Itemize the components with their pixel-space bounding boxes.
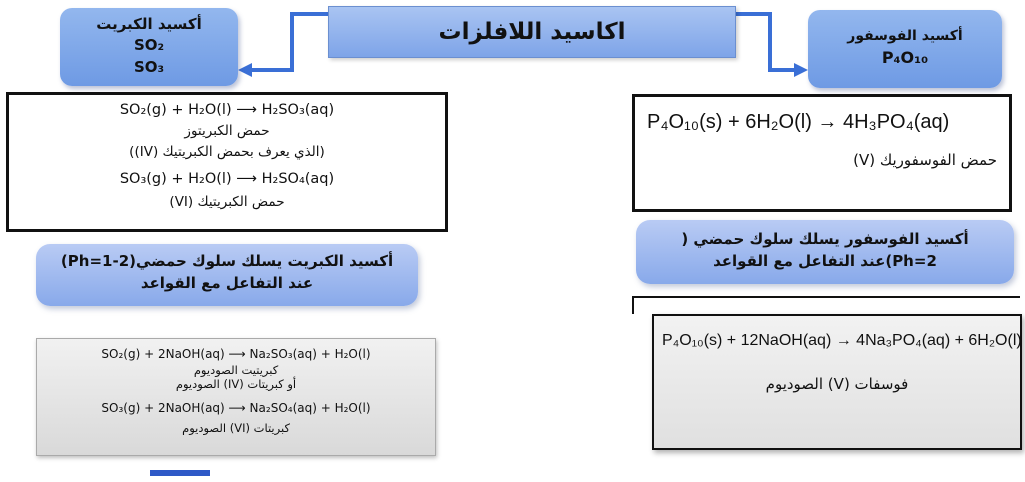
equation-so3-water: SO₃(g) + H₂O(l) ⟶ H₂SO₄(aq) <box>119 171 335 187</box>
phosphorus-water-panel: P₄O₁₀(s) + 6H₂O(l) → 4H₃PO₄(aq) حمض الفو… <box>632 94 1012 212</box>
salt-name-phosphate: فوسفات (V) الصوديوم <box>765 375 909 393</box>
connector-line <box>290 12 294 72</box>
page-title: اكاسيد اللافلزات <box>438 19 626 45</box>
arrow-right-icon <box>794 63 808 77</box>
salt-name-sulfate: كبريتات (VI) الصوديوم <box>182 421 290 435</box>
phosphorus-acidity-note-text: أكسيد الفوسفور يسلك سلوك حمضي ( 2=Ph)عند… <box>681 230 969 270</box>
decor-bar <box>150 470 210 476</box>
phosphorus-base-panel: P₄O₁₀(s) + 12NaOH(aq) → 4Na₃PO₄(aq) + 6H… <box>652 314 1022 450</box>
sulfur-water-panel: SO₂(g) + H₂O(l) ⟶ H₂SO₃(aq) حمض الكبريتو… <box>6 92 448 232</box>
phosphorus-oxide-name: أكسيد الفوسفور <box>847 28 963 44</box>
acid-name-sulfuric: حمض الكبريتيك (VI) <box>169 194 285 210</box>
phosphorus-acidity-note: أكسيد الفوسفور يسلك سلوك حمضي ( 2=Ph)عند… <box>636 220 1014 284</box>
acid-name-sulfurous: حمض الكبريتوز <box>184 123 270 139</box>
equation-so3-naoh: SO₃(g) + 2NaOH(aq) ⟶ Na₂SO₄(aq) + H₂O(l) <box>101 401 371 415</box>
sulfur-oxide-box: أكسيد الكبريت SO₂ SO₃ <box>60 8 238 86</box>
phosphorus-base-frame <box>632 296 1020 314</box>
arrow-left-icon <box>238 63 252 77</box>
acid-name-phosphoric: حمض الفوسفوريك (V) <box>853 151 997 169</box>
salt-name-sulfite-alt: أو كبريتات (IV) الصوديوم <box>175 377 297 391</box>
connector-line <box>730 12 772 16</box>
sulfur-base-panel: SO₂(g) + 2NaOH(aq) ⟶ Na₂SO₃(aq) + H₂O(l)… <box>36 338 436 456</box>
phosphorus-oxide-box: أكسيد الفوسفور P₄O₁₀ <box>808 10 1002 88</box>
sulfur-acidity-note-text: أكسيد الكبريت يسلك سلوك حمضي(2-1=Ph) عند… <box>60 252 394 292</box>
connector-line <box>768 12 772 72</box>
equation-p4o10-naoh: P₄O₁₀(s) + 12NaOH(aq) → 4Na₃PO₄(aq) + 6H… <box>662 332 1022 349</box>
sulfur-formula-so2: SO₂ <box>133 36 165 54</box>
phosphorus-formula: P₄O₁₀ <box>881 48 929 67</box>
salt-name-sulfite: كبريتيت الصوديوم <box>193 363 279 377</box>
sulfur-oxide-name: أكسيد الكبريت <box>96 15 202 33</box>
connector-line <box>768 68 796 72</box>
equation-so2-water: SO₂(g) + H₂O(l) ⟶ H₂SO₃(aq) <box>119 102 335 118</box>
equation-p4o10-water: P₄O₁₀(s) + 6H₂O(l) → 4H₃PO₄(aq) <box>647 111 950 133</box>
title-banner: اكاسيد اللافلزات <box>328 6 736 58</box>
sulfur-formula-so3: SO₃ <box>133 58 165 76</box>
equation-so2-naoh: SO₂(g) + 2NaOH(aq) ⟶ Na₂SO₃(aq) + H₂O(l) <box>101 347 371 361</box>
connector-line <box>250 68 294 72</box>
acid-name-sulfurous-alt: (الذي يعرف بحمض الكبريتيك (IV)) <box>129 144 325 160</box>
sulfur-acidity-note: أكسيد الكبريت يسلك سلوك حمضي(2-1=Ph) عند… <box>36 244 418 306</box>
connector-line <box>290 12 338 16</box>
